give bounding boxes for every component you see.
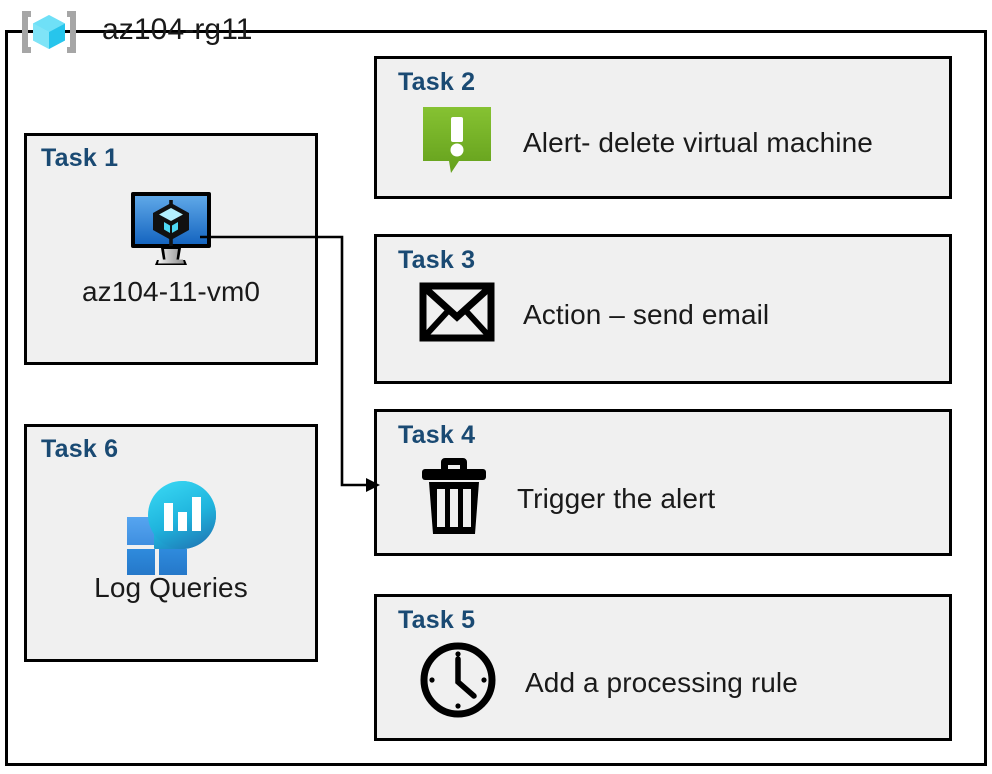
task-card-label: Add a processing rule bbox=[525, 666, 798, 698]
task-card-task1[interactable]: Task 1 bbox=[24, 133, 318, 365]
task-card-task3[interactable]: Task 3 Action – send email bbox=[374, 234, 952, 384]
resource-group-frame bbox=[5, 30, 987, 766]
frame-label-notch bbox=[24, 52, 283, 76]
trash-can-icon bbox=[419, 456, 489, 541]
envelope-icon bbox=[419, 281, 495, 348]
log-analytics-icon bbox=[27, 479, 315, 575]
azure-resource-group-icon bbox=[18, 8, 80, 56]
task-card-title: Task 1 bbox=[41, 144, 119, 172]
task-card-label: Action – send email bbox=[523, 298, 770, 330]
virtual-machine-icon bbox=[27, 186, 315, 268]
clock-icon bbox=[419, 641, 497, 724]
task-card-title: Task 6 bbox=[41, 435, 119, 463]
task-card-title: Task 4 bbox=[398, 421, 476, 449]
task-card-task5[interactable]: Task 5 Add a processing rule bbox=[374, 594, 952, 741]
alert-exclamation-icon bbox=[419, 103, 495, 182]
task-card-label: Trigger the alert bbox=[517, 482, 716, 514]
task-card-task2[interactable]: Task 2 Alert- delete virtual machine bbox=[374, 56, 952, 199]
task-card-title: Task 3 bbox=[398, 246, 476, 274]
task-card-task4[interactable]: Task 4 Trigger the alert bbox=[374, 409, 952, 556]
task-card-title: Task 5 bbox=[398, 606, 476, 634]
task-card-task6[interactable]: Task 6 bbox=[24, 424, 318, 662]
task-card-label: Log Queries bbox=[94, 572, 248, 603]
task-card-title: Task 2 bbox=[398, 68, 476, 96]
resource-group-label: az104-rg11 bbox=[102, 13, 253, 46]
task-card-label: Alert- delete virtual machine bbox=[523, 126, 873, 158]
task-card-label: az104-11-vm0 bbox=[81, 276, 261, 307]
